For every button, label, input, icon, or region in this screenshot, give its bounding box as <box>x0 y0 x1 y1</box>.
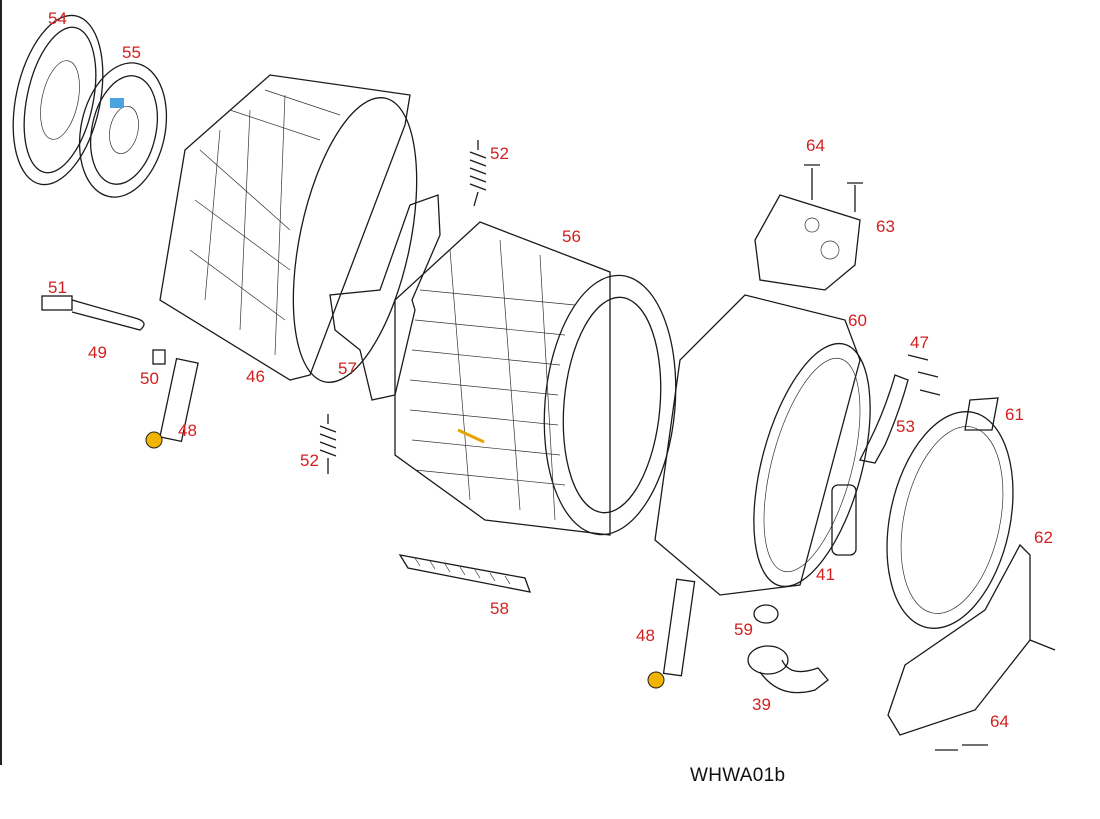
part-48-damper-right[interactable] <box>647 578 696 689</box>
part-53-hose[interactable] <box>859 374 909 464</box>
part-60-front-tub[interactable] <box>654 294 893 599</box>
callout-61: 61 <box>1005 405 1024 424</box>
callout-63: 63 <box>876 217 895 236</box>
part-48-damper-left[interactable] <box>145 357 199 449</box>
callout-47: 47 <box>910 333 929 352</box>
part-52-upper-spring[interactable] <box>469 140 487 207</box>
callout-50: 50 <box>140 369 159 388</box>
part-63-counterweight[interactable] <box>754 194 861 291</box>
callout-64-bottom: 64 <box>990 712 1009 731</box>
callout-54: 54 <box>48 9 67 28</box>
part-54-stator[interactable] <box>0 7 117 193</box>
callout-52-lower: 52 <box>300 451 319 470</box>
part-47-screws[interactable] <box>907 354 941 396</box>
callout-48-right: 48 <box>636 626 655 645</box>
callout-41: 41 <box>816 565 835 584</box>
callout-64-top: 64 <box>806 136 825 155</box>
callout-59: 59 <box>734 620 753 639</box>
part-39-sump-hose[interactable] <box>747 645 829 694</box>
part-61-gasket[interactable] <box>868 397 1031 640</box>
part-51-heater-terminal[interactable] <box>41 295 73 311</box>
part-46-rear-tub[interactable] <box>159 74 439 393</box>
part-41-pressure-chamber[interactable] <box>831 484 857 556</box>
callout-60: 60 <box>848 311 867 330</box>
callout-49: 49 <box>88 343 107 362</box>
part-59-cap[interactable] <box>753 604 779 624</box>
left-border-line <box>0 0 2 765</box>
part-55-rotor[interactable] <box>68 55 178 205</box>
diagram-code-label: WHWA01b <box>690 765 786 786</box>
part-52-lower-spring[interactable] <box>319 414 337 474</box>
callout-57: 57 <box>338 359 357 378</box>
callout-53: 53 <box>896 417 915 436</box>
part-64-bolts-top[interactable] <box>804 164 863 212</box>
callout-62: 62 <box>1034 528 1053 547</box>
part-50-sensor[interactable] <box>152 349 166 365</box>
part-58-lifter[interactable] <box>398 554 531 593</box>
part-56-drum[interactable] <box>394 221 686 540</box>
callout-51: 51 <box>48 278 67 297</box>
callout-48-left: 48 <box>178 421 197 440</box>
callout-39: 39 <box>752 695 771 714</box>
callout-58: 58 <box>490 599 509 618</box>
part-57-spider[interactable] <box>329 194 441 401</box>
callout-52-upper: 52 <box>490 144 509 163</box>
callout-56: 56 <box>562 227 581 246</box>
part-62-front-counterweight[interactable] <box>887 543 1031 736</box>
callout-46: 46 <box>246 367 265 386</box>
part-64-bolts-bottom[interactable] <box>935 639 1056 751</box>
callout-55: 55 <box>122 43 141 62</box>
part-49-heater[interactable] <box>71 299 145 331</box>
